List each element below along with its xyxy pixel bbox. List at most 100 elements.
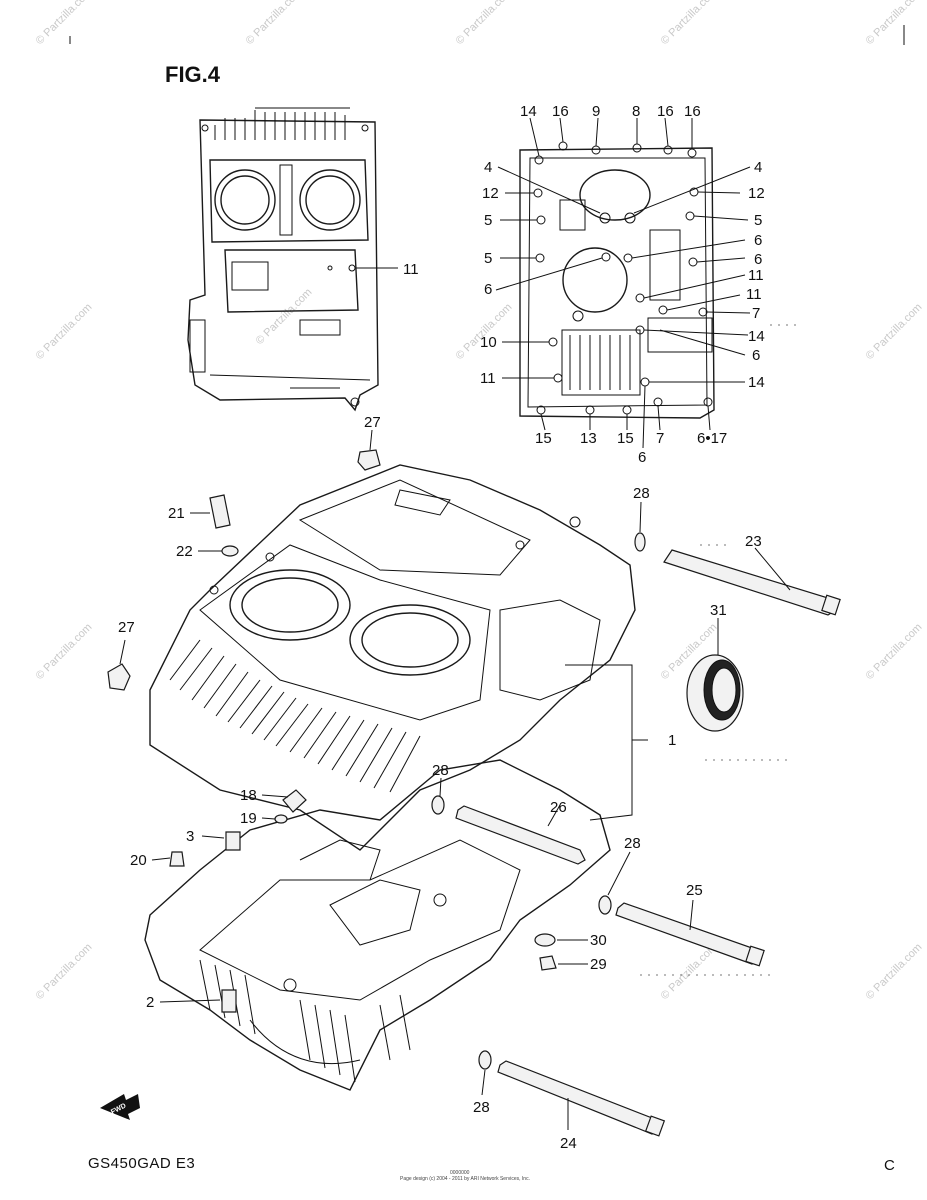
lower-crankcase — [144, 759, 611, 1091]
bolt-24 — [497, 1060, 659, 1135]
dowel-2 — [221, 989, 237, 1013]
watermark: © Partzilla.com — [34, 301, 95, 362]
bolt-23 — [663, 549, 837, 616]
callout-28: 28 — [624, 835, 641, 852]
footer-code: 0000000 — [450, 1170, 470, 1176]
callout-6: 6 — [754, 232, 762, 249]
upper-crankcase-top-view: 11 — [187, 107, 419, 412]
washer-30 — [534, 933, 556, 947]
washer-28 — [598, 895, 612, 915]
watermark: © Partzilla.com — [454, 301, 515, 362]
callout-10: 10 — [480, 334, 497, 351]
cooling-fins — [214, 107, 350, 140]
main-leader-lines — [119, 429, 791, 1130]
callout-6: 6 — [752, 347, 760, 364]
callout-31: 31 — [710, 602, 727, 619]
callout-6-17: 6•17 — [697, 430, 727, 447]
callout-14: 14 — [748, 374, 765, 391]
callout-11: 11 — [746, 286, 762, 303]
oil-pan-fins — [561, 329, 641, 396]
callout-22: 22 — [176, 543, 193, 560]
callout-28: 28 — [473, 1099, 490, 1116]
callout-6: 6 — [638, 449, 646, 466]
callout-27: 27 — [118, 619, 135, 636]
callout-6: 6 — [484, 281, 492, 298]
watermark: © Partzilla.com — [34, 941, 95, 1002]
bolt-29 — [539, 955, 557, 971]
watermark: © Partzilla.com — [34, 0, 95, 47]
washer-28 — [634, 532, 646, 552]
cylinder-bore-right — [349, 604, 471, 676]
watermark: © Partzilla.com — [864, 621, 925, 682]
callout-28: 28 — [432, 762, 449, 779]
callout-11: 11 — [403, 261, 419, 278]
bolt-holes — [533, 141, 713, 415]
callout-19: 19 — [240, 810, 257, 827]
callout-23: 23 — [745, 533, 762, 550]
leader-lines — [495, 117, 751, 449]
callout-30: 30 — [590, 932, 607, 949]
lower-case-fins — [199, 959, 411, 1083]
callout-11: 11 — [480, 370, 496, 387]
footer-text: Page design (c) 2004 - 2011 by ARI Netwo… — [400, 1176, 530, 1182]
callout-15: 15 — [617, 430, 634, 447]
washer-28 — [431, 795, 445, 815]
callout-16: 16 — [684, 103, 701, 120]
callout-26: 26 — [550, 799, 567, 816]
dowel-3 — [225, 831, 241, 851]
callout-25: 25 — [686, 882, 703, 899]
watermark-layer: © Partzilla.com © Partzilla.com © Partzi… — [34, 0, 925, 1002]
callout-14: 14 — [748, 328, 765, 345]
callout-18: 18 — [240, 787, 257, 804]
callout-1: 1 — [668, 732, 676, 749]
watermark: © Partzilla.com — [659, 941, 720, 1002]
scan-dashes — [640, 324, 800, 976]
callout-4: 4 — [754, 159, 762, 176]
callout-16: 16 — [657, 103, 674, 120]
watermark: © Partzilla.com — [864, 941, 925, 1002]
figure-title: FIG.4 — [165, 62, 221, 87]
callout-29: 29 — [590, 956, 607, 973]
cooling-fins — [169, 639, 421, 793]
callout-5: 5 — [754, 212, 762, 229]
watermark: © Partzilla.com — [454, 0, 515, 47]
callout-27: 27 — [364, 414, 381, 431]
o-ring-19 — [274, 814, 288, 824]
upper-crankcase — [149, 464, 636, 851]
model-code: GS450GAD E3 — [88, 1155, 195, 1172]
watermark: © Partzilla.com — [659, 0, 720, 47]
lower-crankcase-bottom-view: 14 16 9 8 16 16 4 4 12 12 5 5 5 6 6 6 11… — [480, 103, 765, 466]
callout-21: 21 — [168, 505, 185, 522]
watermark: © Partzilla.com — [254, 286, 315, 347]
callout-5: 5 — [484, 250, 492, 267]
washer-28 — [478, 1050, 492, 1070]
callout-12: 12 — [482, 185, 499, 202]
callout-11: 11 — [748, 267, 764, 284]
callout-9: 9 — [592, 103, 600, 120]
bolt-26 — [455, 805, 586, 865]
oil-seal-31 — [686, 654, 744, 732]
dowel-pin-21 — [209, 494, 231, 529]
callout-3: 3 — [186, 828, 194, 845]
callout-4: 4 — [484, 159, 492, 176]
callout-24: 24 — [560, 1135, 577, 1152]
corner-mark: C — [884, 1157, 895, 1174]
callout-15: 15 — [535, 430, 552, 447]
callout-2: 2 — [146, 994, 154, 1011]
callout-13: 13 — [580, 430, 597, 447]
plug-20 — [169, 851, 185, 867]
callout-7: 7 — [752, 305, 760, 322]
cylinder-bore-left — [229, 569, 351, 641]
callout-28: 28 — [633, 485, 650, 502]
watermark: © Partzilla.com — [244, 0, 305, 47]
cap-27-left — [107, 663, 131, 691]
o-ring-22 — [221, 545, 239, 557]
callout-12: 12 — [748, 185, 765, 202]
watermark: © Partzilla.com — [864, 301, 925, 362]
callout-7: 7 — [656, 430, 664, 447]
callout-16: 16 — [552, 103, 569, 120]
callout-8: 8 — [632, 103, 640, 120]
watermark: © Partzilla.com — [864, 0, 925, 47]
